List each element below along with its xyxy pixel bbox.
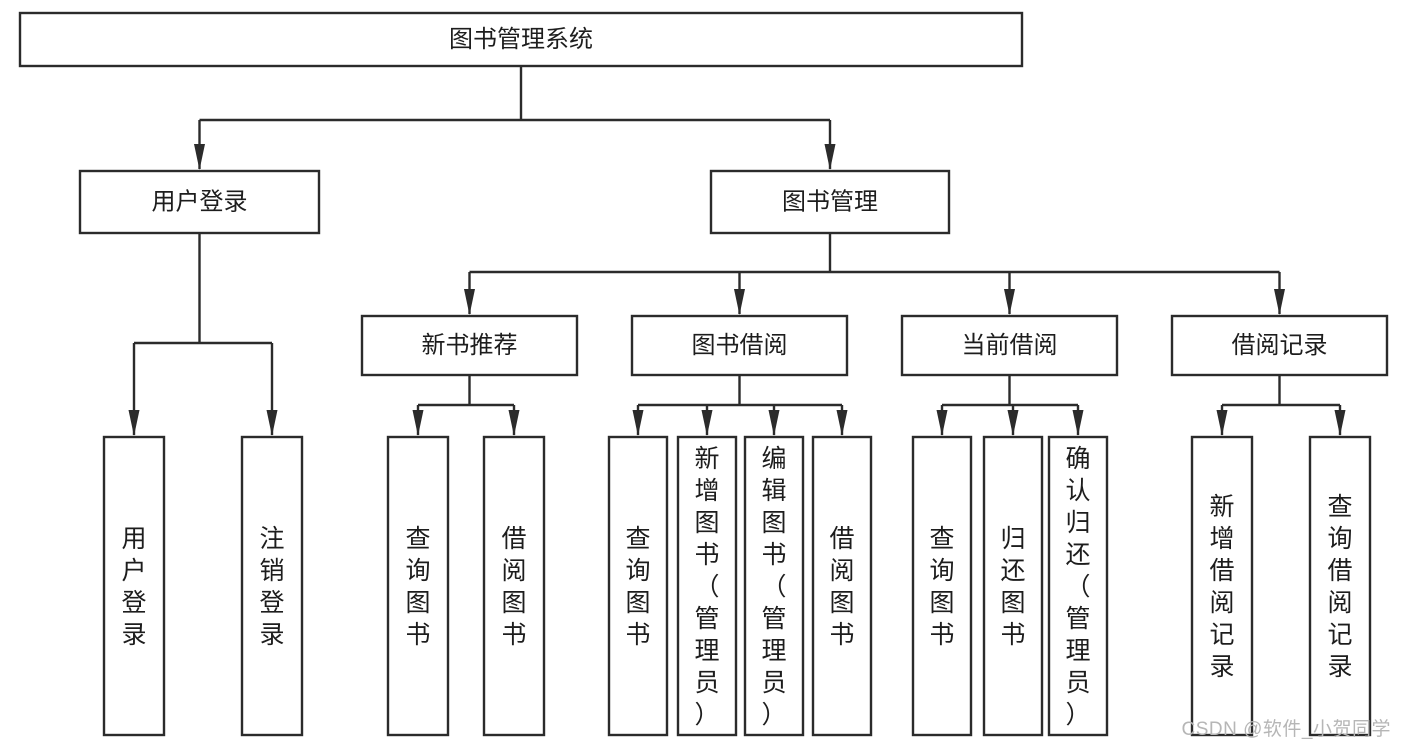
node-label-current-borrow: 当前借阅: [962, 332, 1058, 359]
node-leaf-user-login[interactable]: 用户登录: [102, 435, 166, 737]
node-box-leaf-confirm-return: [1047, 435, 1109, 737]
node-label-leaf-query-book-3: 查询图书: [929, 525, 954, 649]
node-box-leaf-add-book: [676, 435, 738, 737]
node-box-book-manage: [709, 169, 951, 235]
node-label-user-login: 用户登录: [152, 188, 248, 215]
node-leaf-add-book[interactable]: 新增图书（管理员）: [676, 435, 738, 737]
node-box-leaf-borrow-book-1: [482, 435, 546, 737]
node-label-root: 图书管理系统: [449, 26, 593, 53]
node-box-borrow-record: [1170, 314, 1389, 377]
node-label-leaf-confirm-return: 确认归还（管理员）: [1065, 445, 1090, 729]
node-label-leaf-borrow-book-1: 借阅图书: [501, 525, 526, 649]
book-manage-arrow-2: [1004, 289, 1015, 315]
node-book-borrow[interactable]: 图书借阅: [630, 314, 849, 377]
node-leaf-query-book-2[interactable]: 查询图书: [607, 435, 669, 737]
node-box-leaf-user-login: [102, 435, 166, 737]
node-label-leaf-query-book-1: 查询图书: [405, 525, 430, 649]
node-borrow-record[interactable]: 借阅记录: [1170, 314, 1389, 377]
node-leaf-logout[interactable]: 注销登录: [240, 435, 304, 737]
node-boxes: 图书管理系统用户登录图书管理新书推荐图书借阅当前借阅借阅记录用户登录注销登录查询…: [18, 11, 1389, 737]
new-book-rec-arrow-0: [412, 410, 424, 436]
node-leaf-query-record[interactable]: 查询借阅记录: [1308, 435, 1372, 737]
node-new-book-rec[interactable]: 新书推荐: [360, 314, 579, 377]
current-borrow-arrow-2: [1072, 410, 1084, 436]
node-book-manage[interactable]: 图书管理: [709, 169, 951, 235]
node-leaf-confirm-return[interactable]: 确认归还（管理员）: [1047, 435, 1109, 737]
book-borrow-arrow-1: [701, 410, 713, 436]
node-box-current-borrow: [900, 314, 1119, 377]
node-box-leaf-add-record: [1190, 435, 1254, 737]
book-manage-arrow-3: [1274, 289, 1285, 315]
book-borrow-arrow-0: [632, 410, 644, 436]
user-login-arrow-1: [266, 410, 278, 436]
node-leaf-borrow-book-2[interactable]: 借阅图书: [811, 435, 873, 737]
node-label-leaf-add-record: 新增借阅记录: [1209, 493, 1234, 681]
current-borrow-arrow-1: [1007, 410, 1019, 436]
book-borrow-arrow-2: [768, 410, 780, 436]
node-box-leaf-borrow-book-2: [811, 435, 873, 737]
node-label-leaf-borrow-book-2: 借阅图书: [829, 525, 854, 649]
node-box-root: [18, 11, 1024, 68]
node-box-leaf-logout: [240, 435, 304, 737]
node-box-leaf-query-book-3: [911, 435, 973, 737]
node-label-borrow-record: 借阅记录: [1232, 332, 1328, 359]
node-label-leaf-query-book-2: 查询图书: [625, 525, 650, 649]
current-borrow-arrow-0: [936, 410, 948, 436]
node-leaf-edit-book[interactable]: 编辑图书（管理员）: [743, 435, 805, 737]
book-borrow-arrow-3: [836, 410, 848, 436]
node-label-leaf-logout: 注销登录: [259, 525, 284, 649]
node-user-login[interactable]: 用户登录: [78, 169, 321, 235]
node-root[interactable]: 图书管理系统: [18, 11, 1024, 68]
root-arrow-0: [194, 144, 205, 170]
node-label-book-manage: 图书管理: [782, 188, 878, 215]
node-box-leaf-query-record: [1308, 435, 1372, 737]
node-leaf-query-book-1[interactable]: 查询图书: [386, 435, 450, 737]
node-leaf-borrow-book-1[interactable]: 借阅图书: [482, 435, 546, 737]
node-box-user-login: [78, 169, 321, 235]
node-label-new-book-rec: 新书推荐: [422, 332, 518, 359]
user-login-arrow-0: [128, 410, 140, 436]
node-label-book-borrow: 图书借阅: [692, 332, 788, 359]
node-label-leaf-return-book: 归还图书: [1000, 525, 1025, 649]
node-box-book-borrow: [630, 314, 849, 377]
node-current-borrow[interactable]: 当前借阅: [900, 314, 1119, 377]
node-box-leaf-edit-book: [743, 435, 805, 737]
new-book-rec-arrow-1: [508, 410, 520, 436]
node-label-leaf-edit-book: 编辑图书（管理员）: [761, 445, 786, 729]
book-manage-arrow-1: [734, 289, 745, 315]
connector-lines: [128, 66, 1346, 436]
csdn-watermark: CSDN @软件_小贺同学: [1181, 719, 1391, 740]
node-box-new-book-rec: [360, 314, 579, 377]
node-label-leaf-user-login: 用户登录: [121, 525, 146, 649]
node-box-leaf-query-book-1: [386, 435, 450, 737]
node-label-leaf-query-record: 查询借阅记录: [1327, 493, 1352, 681]
node-label-leaf-add-book: 新增图书（管理员）: [694, 445, 719, 729]
node-box-leaf-query-book-2: [607, 435, 669, 737]
root-arrow-1: [824, 144, 836, 170]
book-manage-arrow-0: [464, 289, 475, 315]
node-leaf-add-record[interactable]: 新增借阅记录: [1190, 435, 1254, 737]
node-leaf-query-book-3[interactable]: 查询图书: [911, 435, 973, 737]
borrow-record-arrow-1: [1334, 410, 1346, 436]
node-box-leaf-return-book: [982, 435, 1044, 737]
borrow-record-arrow-0: [1216, 410, 1228, 436]
node-leaf-return-book[interactable]: 归还图书: [982, 435, 1044, 737]
